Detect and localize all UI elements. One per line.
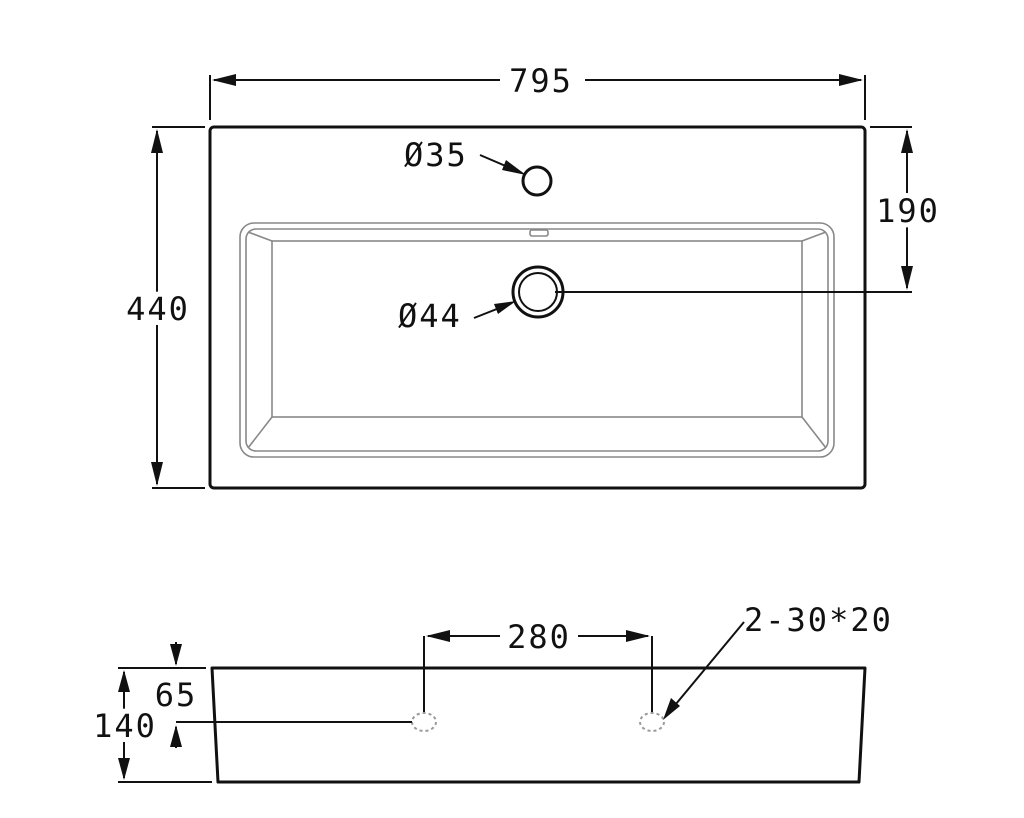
bowl-rim-inner [245,228,829,452]
bevel-line [801,231,827,242]
hole-spec-callout: 2-30*20 [663,601,893,720]
hole-spacing-dim-label: 280 [507,618,571,656]
depth-dim-label: 440 [126,290,190,328]
drain-callout: Ø44 [398,297,516,335]
drain-offset-dimension: 190 [555,126,943,293]
height-dim-label: 140 [93,707,157,745]
basin-outline [208,125,867,490]
top-view: 795 440 190 Ø35 [121,62,943,490]
bevel-line [247,416,273,449]
width-dim-label: 795 [509,62,573,100]
hole-height-dimension: 65 [155,642,412,748]
bevel-line [801,416,827,449]
hole-height-dim-label: 65 [155,676,198,714]
overflow-slot [529,229,549,237]
tap-hole-callout: Ø35 [404,136,526,175]
side-view: 280 2-30*20 140 65 [88,601,893,784]
basin-side-profile [210,666,867,784]
bowl-floor [271,240,803,418]
tap-hole-dim-label: Ø35 [404,136,468,174]
drain-offset-dim-label: 190 [876,192,940,230]
hole-spacing-dimension: 280 [423,618,653,712]
tap-hole [521,165,553,197]
overflow-hole [411,712,437,732]
depth-dimension: 440 [121,126,205,489]
drain-inner [518,272,558,312]
hole-spec-label: 2-30*20 [744,601,893,639]
overflow-hole [639,712,665,732]
drain-dim-label: Ø44 [398,297,462,335]
bowl-rim [239,222,835,458]
height-dimension: 140 [88,667,212,783]
bevel-line [247,231,273,242]
width-dimension: 795 [209,62,866,120]
